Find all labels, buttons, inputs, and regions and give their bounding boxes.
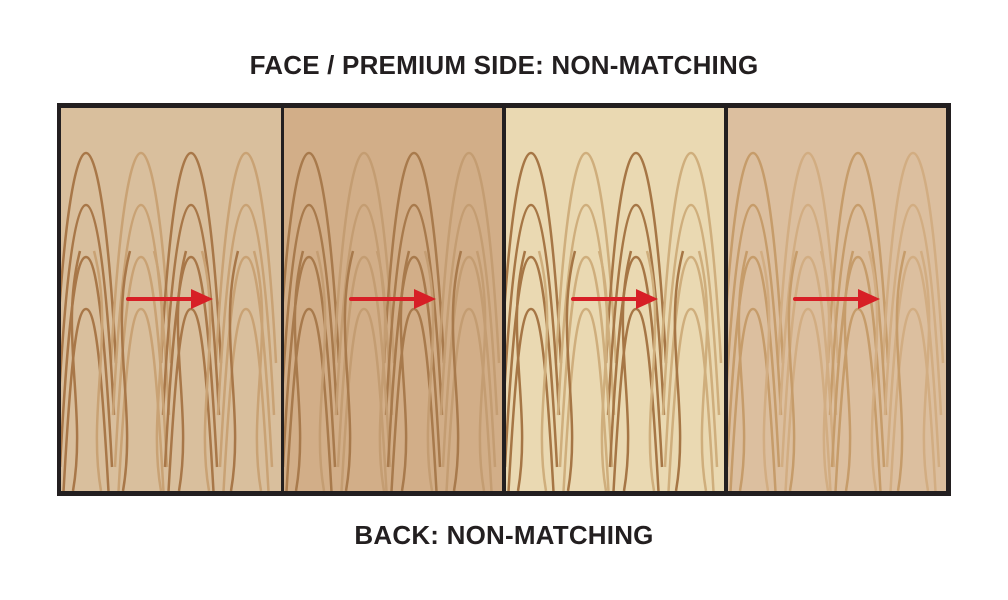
face-side-title: FACE / PREMIUM SIDE: NON-MATCHING	[249, 50, 759, 80]
grain-direction-arrow-right-icon	[126, 289, 213, 309]
veneer-sheet-frame	[57, 103, 951, 496]
wood-grain-pattern	[728, 151, 945, 491]
veneer-panel-2	[284, 108, 502, 491]
veneer-panel-3	[506, 108, 724, 491]
veneer-panel-1	[61, 108, 281, 491]
grain-direction-arrow-right-icon	[571, 289, 658, 309]
veneer-panel-4	[728, 108, 946, 491]
back-side-title: BACK: NON-MATCHING	[354, 520, 654, 550]
grain-direction-arrow-right-icon	[793, 289, 880, 309]
wood-grain-pattern	[284, 151, 501, 491]
grain-direction-arrow-right-icon	[349, 289, 436, 309]
wood-grain-pattern	[61, 151, 278, 491]
